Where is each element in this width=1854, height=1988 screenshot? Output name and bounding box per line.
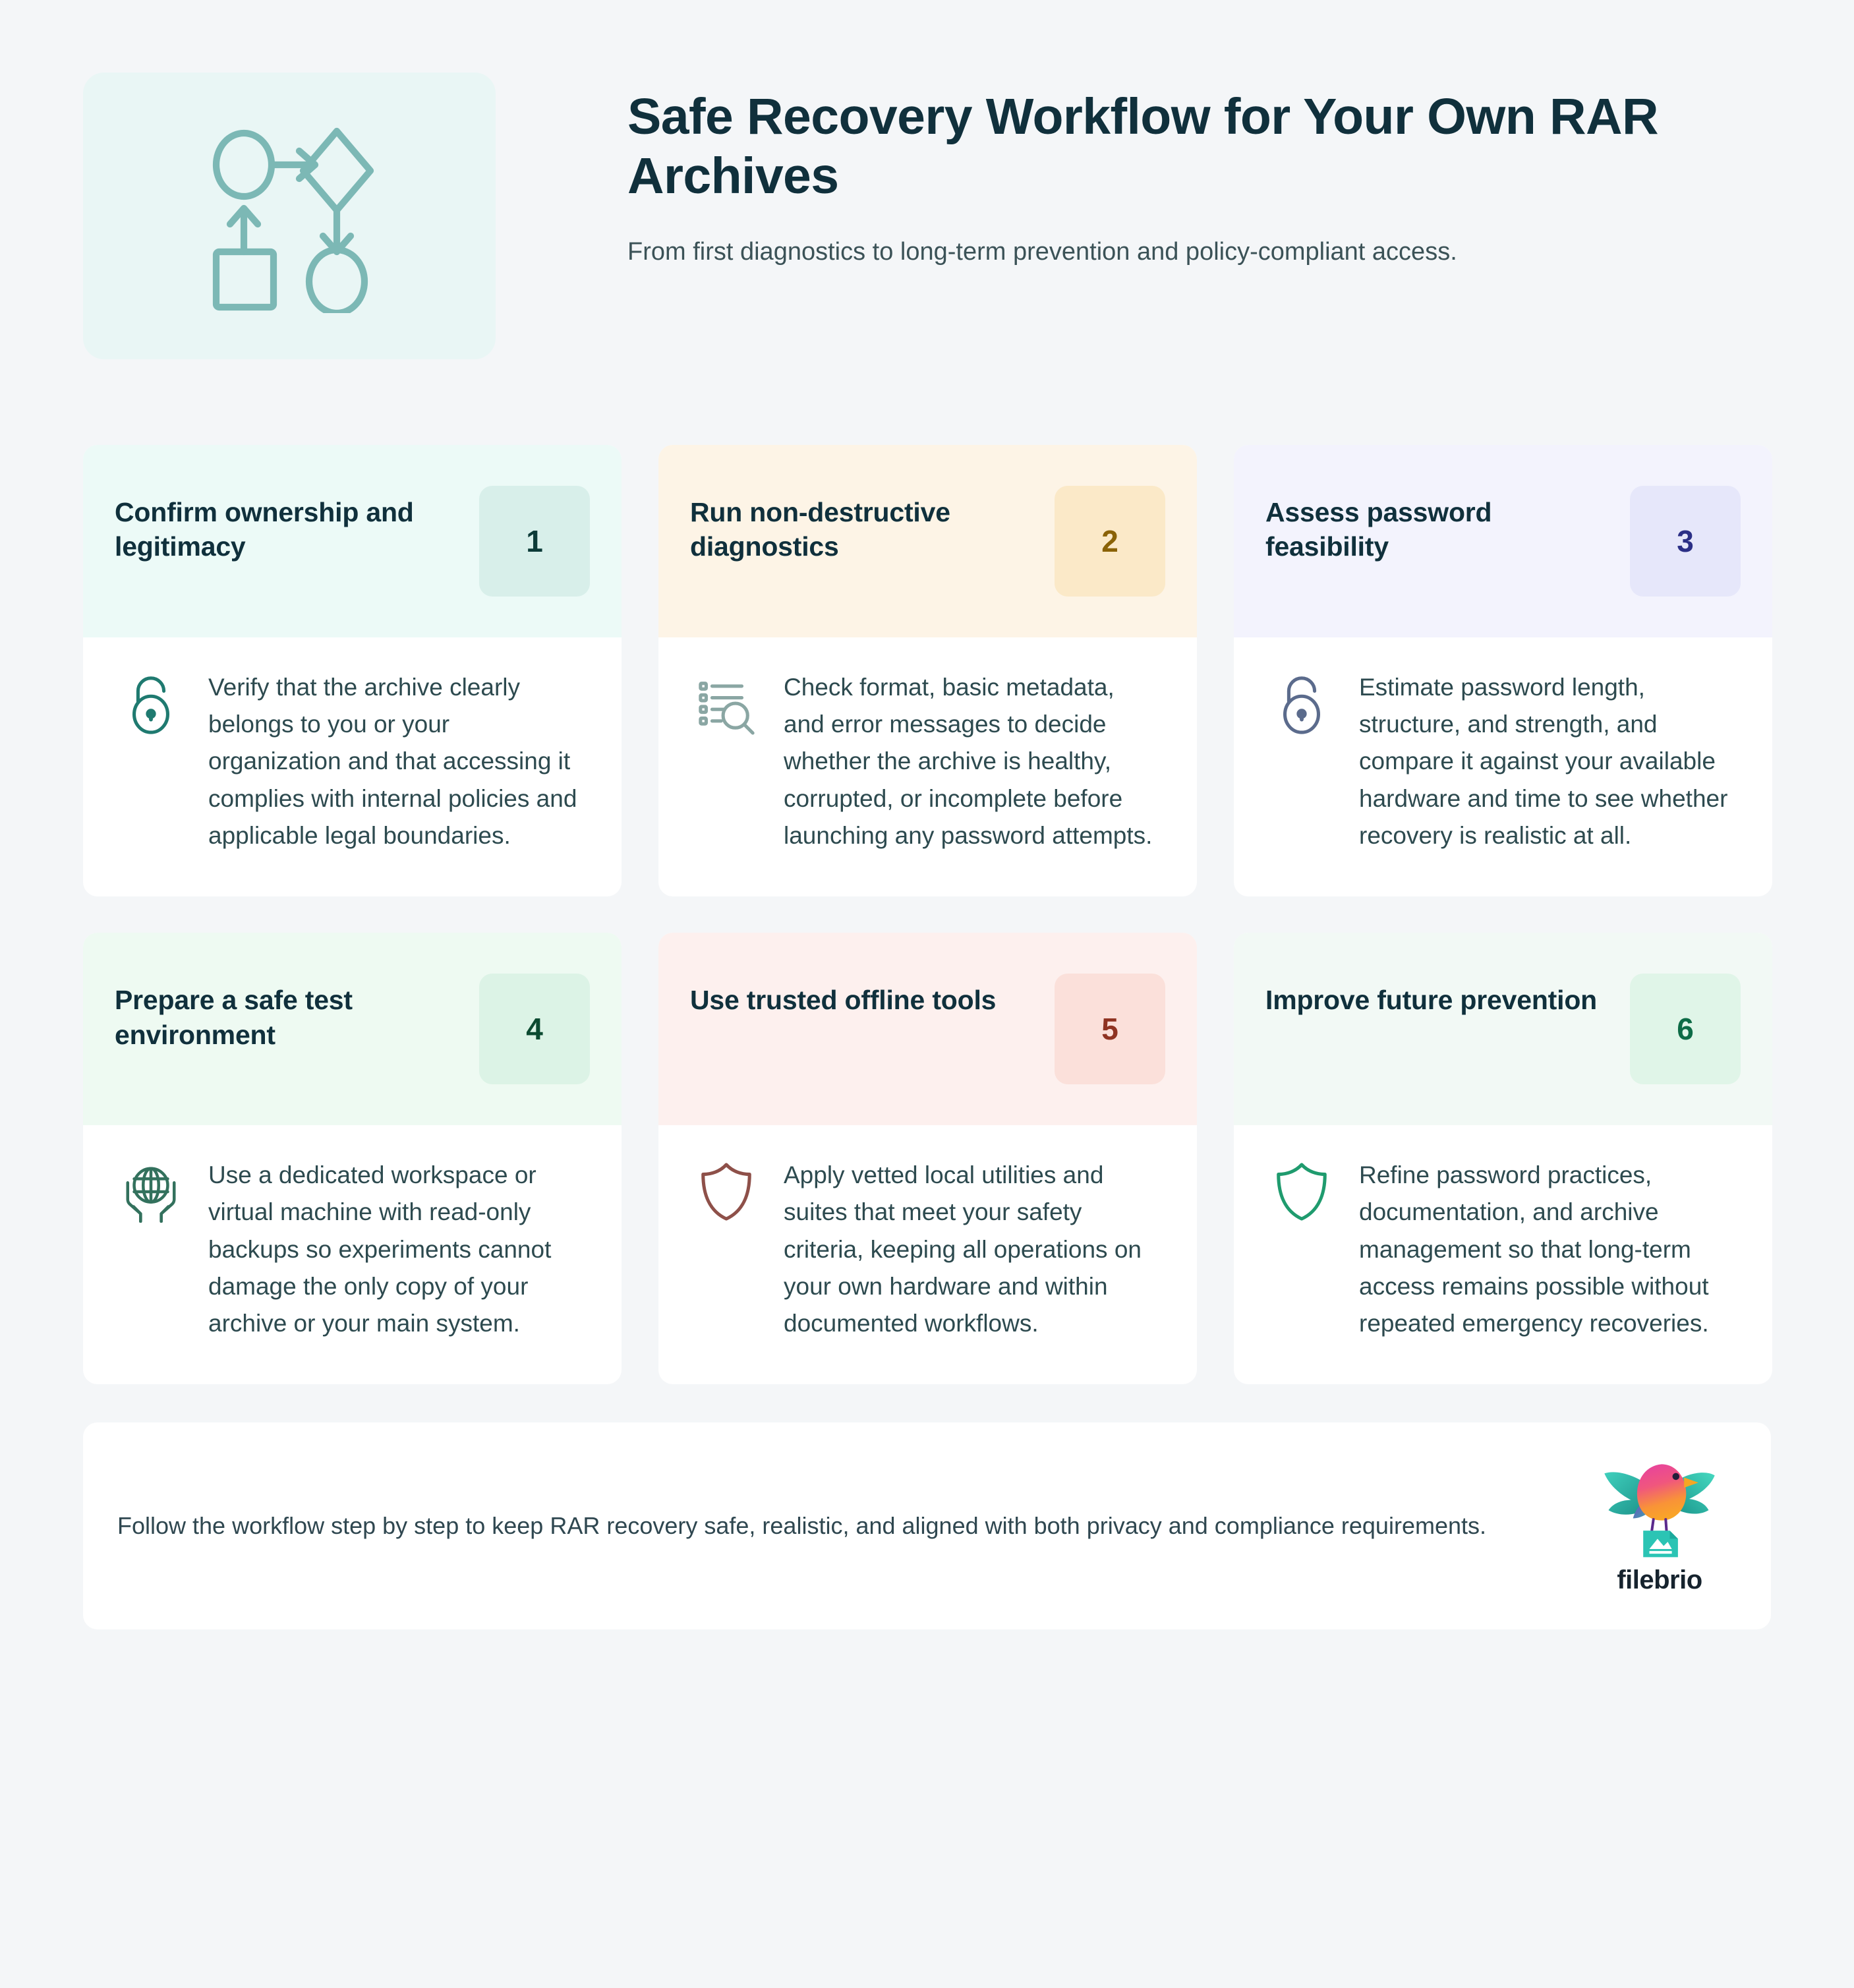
step-description: Estimate password length, structure, and… — [1359, 674, 1728, 849]
step-number-badge: 3 — [1630, 486, 1741, 597]
header-illustration-box — [83, 73, 496, 359]
padlock-icon — [120, 673, 182, 735]
step-title: Use trusted offline tools — [690, 985, 997, 1016]
footer-note: Follow the workflow step by step to keep… — [117, 1512, 1486, 1540]
step-title: Assess password feasibility — [1265, 497, 1492, 562]
diagnostics-list-search-icon — [695, 673, 757, 735]
step-card-2[interactable]: Run non-destructive diagnostics 2 — [658, 445, 1197, 897]
step-card-body: Estimate password length, structure, and… — [1234, 637, 1772, 896]
step-card-header: Run non-destructive diagnostics 2 — [658, 445, 1197, 637]
step-number-badge: 1 — [479, 486, 590, 597]
page-title: Safe Recovery Workflow for Your Own RAR … — [627, 88, 1659, 205]
shield-icon — [1271, 1161, 1333, 1223]
page-footer: Follow the workflow step by step to keep… — [83, 1422, 1771, 1630]
step-card-header: Prepare a safe test environment 4 — [83, 933, 622, 1126]
page-subtitle: From first diagnostics to long-term prev… — [627, 238, 1457, 266]
step-card-header: Assess password feasibility 3 — [1234, 445, 1772, 637]
page-header: Safe Recovery Workflow for Your Own RAR … — [0, 0, 1854, 359]
step-description: Refine password practices, documentation… — [1359, 1161, 1709, 1337]
step-card-6[interactable]: Improve future prevention 6 Refine passw… — [1234, 933, 1772, 1385]
step-title: Run non-destructive diagnostics — [690, 497, 950, 562]
step-number-badge: 5 — [1055, 974, 1165, 1085]
step-card-body: Check format, basic metadata, and error … — [658, 637, 1197, 896]
step-card-body: Verify that the archive clearly belongs … — [83, 637, 622, 896]
step-card-header: Use trusted offline tools 5 — [658, 933, 1197, 1126]
step-title: Improve future prevention — [1265, 985, 1598, 1016]
step-card-body: Refine password practices, documentation… — [1234, 1125, 1772, 1384]
padlock-icon — [1271, 673, 1333, 735]
shield-icon — [695, 1161, 757, 1223]
step-number-badge: 4 — [479, 974, 590, 1085]
step-description: Check format, basic metadata, and error … — [784, 674, 1153, 849]
filebrio-bird-logo — [1598, 1457, 1721, 1563]
step-title: Confirm ownership and legitimacy — [115, 497, 414, 562]
brand-name: filebrio — [1617, 1565, 1702, 1595]
step-card-header: Improve future prevention 6 — [1234, 933, 1772, 1126]
step-card-header: Confirm ownership and legitimacy 1 — [83, 445, 622, 637]
step-title: Prepare a safe test environment — [115, 985, 353, 1050]
step-description: Use a dedicated workspace or virtual mac… — [208, 1161, 552, 1337]
step-card-3[interactable]: Assess password feasibility 3 Estimate p… — [1234, 445, 1772, 897]
step-card-5[interactable]: Use trusted offline tools 5 Apply vetted… — [658, 933, 1197, 1385]
globe-in-hands-icon — [120, 1161, 182, 1223]
step-description: Verify that the archive clearly belongs … — [208, 674, 577, 849]
brand-logo[interactable]: filebrio — [1590, 1457, 1729, 1595]
step-card-1[interactable]: Confirm ownership and legitimacy 1 Verif… — [83, 445, 622, 897]
step-description: Apply vetted local utilities and suites … — [784, 1161, 1142, 1337]
step-card-body: Use a dedicated workspace or virtual mac… — [83, 1125, 622, 1384]
step-number-badge: 2 — [1055, 486, 1165, 597]
step-card-4[interactable]: Prepare a safe test environment 4 — [83, 933, 622, 1385]
steps-grid: Confirm ownership and legitimacy 1 Verif… — [0, 359, 1854, 1385]
workflow-diagram-icon — [190, 115, 388, 317]
step-card-body: Apply vetted local utilities and suites … — [658, 1125, 1197, 1384]
header-text-block: Safe Recovery Workflow for Your Own RAR … — [496, 73, 1735, 270]
step-number-badge: 6 — [1630, 974, 1741, 1085]
